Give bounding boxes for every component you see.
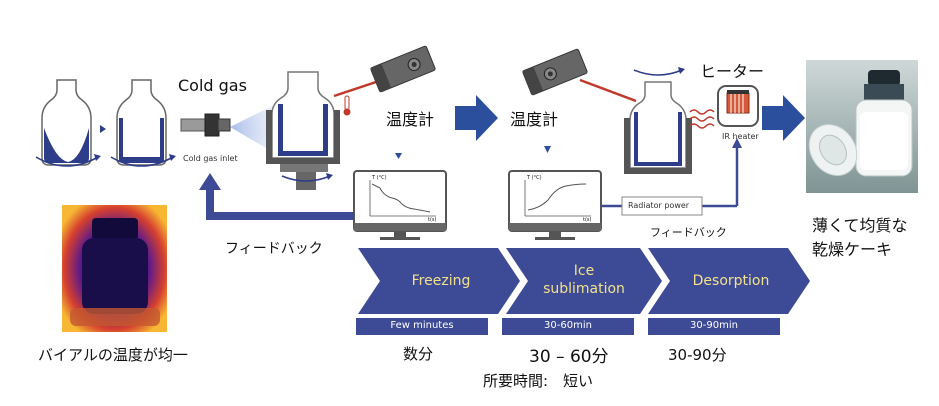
time-jp-1: 数分 [403,345,434,363]
feedback-right-arrow-icon [601,138,742,208]
duration-label-3: 30-90min [690,320,738,331]
feedback-right-label: フィードバック [650,226,727,239]
vial-temp-uniform-label: バイアルの温度が均一 [38,346,188,364]
stage-chevron-sublimation [506,248,662,314]
heat-wave-icon [689,109,715,129]
ir-camera-2-icon [522,48,637,103]
monitor-2-icon [508,170,602,240]
stage-chevron-freezing [358,248,520,314]
stage-name-freezing: Freezing [411,273,471,289]
monitor-1-y-label: T (°C) [372,175,387,181]
ir-heater-icon [717,85,759,127]
radiator-power-label: Radiator power [628,201,690,210]
duration-bar-1 [356,318,488,335]
time-jp-3: 30-90分 [668,346,727,364]
heater-label: ヒーター [700,62,765,81]
process-arrow-1-icon [455,95,498,141]
ir-heater-label: IR heater [722,132,759,141]
monitor-1-x-label: t(s) [428,217,437,223]
thermometer-1-label: 温度計 [386,110,435,129]
time-jp-2: 30 – 60分 [529,347,609,367]
cold-gas-label: Cold gas [178,76,247,95]
vial-shell-frozen-icon [110,79,176,167]
vial-spin-freezing-icon [35,79,101,167]
monitor-2-x-label: t(s) [583,217,592,223]
ir-camera-1-icon [333,45,436,98]
dried-cake-vial-photo [806,60,918,193]
stage-chevron-desorption [648,248,810,314]
vial-thermal-image [62,205,167,332]
stage-name-sublimation: Ice sublimation [543,263,625,297]
result-label-line2: 乾燥ケーキ [812,240,893,259]
feedback-left-label: フィードバック [225,241,323,257]
thermometer-icon [343,95,351,116]
cold-gas-inlet-label: Cold gas inlet [183,154,238,163]
result-label-line1: 薄くて均質な [812,216,908,235]
small-arrow-icon [100,125,106,133]
total-time-label: 所要時間: 短い [483,372,594,390]
duration-bar-3 [648,318,780,335]
down-arrow-2-icon [544,146,551,153]
monitor-1-icon [353,170,447,240]
duration-label-2: 30-60min [544,320,592,331]
process-arrow-2-icon [762,95,805,141]
vial-holder-freezing-icon [266,71,340,190]
duration-label-1: Few minutes [390,320,454,331]
vial-holder-drying-icon [624,67,692,174]
duration-bar-2 [502,318,634,335]
thermometer-2-label: 温度計 [510,110,559,129]
feedback-left-arrow-icon [199,173,354,220]
radiator-power-box [621,196,703,216]
down-arrow-1-icon [395,153,402,159]
monitor-2-y-label: T (°C) [527,175,542,181]
stage-name-desorption: Desorption [692,273,770,289]
